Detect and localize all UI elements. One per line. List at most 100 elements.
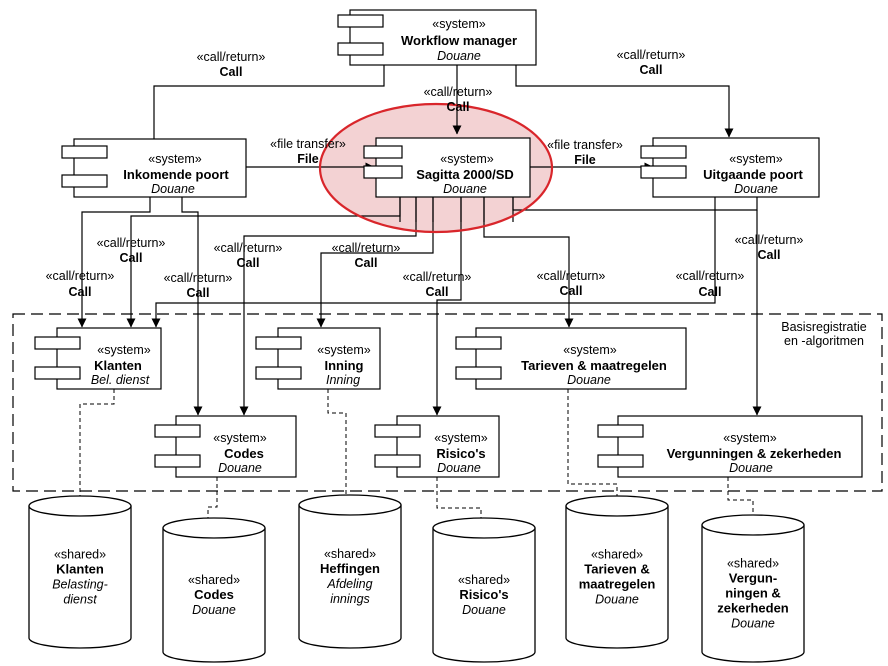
component-risicos: «system» Risico's Douane [374,415,500,478]
cylinder-top [701,514,805,536]
db-stereotype: «shared» [54,548,106,562]
db-owner: Douane [595,593,639,607]
connector-kind: Call [220,65,243,79]
cylinder-top [162,517,266,539]
region-label-line2: en -algoritmen [784,334,864,348]
component-codes: «system» Codes Douane [154,415,297,478]
component-stereotype: «system» [97,343,151,357]
component-name: Uitgaande poort [703,167,803,182]
connector-stereotype: «call/return» [214,241,283,255]
connector-stereotype: «call/return» [97,236,166,250]
cylinder-body [432,528,536,663]
component-name: Klanten [94,358,142,373]
connector-kind: Call [426,285,449,299]
region-label-line1: Basisregistratie [781,320,866,334]
component-stereotype: «system» [317,343,371,357]
db-stereotype: «shared» [458,573,510,587]
component-owner: Douane [567,373,611,387]
connector-stereotype: «call/return» [617,48,686,62]
connector-labels: «call/return» Call «call/return» Call «c… [46,48,804,300]
component-owner: Douane [437,49,481,63]
dependency-lines [80,389,753,528]
db-name: Vergun- [729,571,777,586]
db-stereotype: «shared» [324,547,376,561]
component-sagitta: «system» Sagitta 2000/SD Douane [363,137,531,222]
connector-stereotype: «call/return» [164,271,233,285]
connector-stereotype: «call/return» [197,50,266,64]
connector-kind: File [574,153,596,167]
component-owner: Douane [437,461,481,475]
component-tarieven: «system» Tarieven & maatregelen Douane [455,327,687,390]
dep-inning [327,389,346,504]
component-owner: Bel. dienst [91,373,150,387]
line-sagitta-risicos [432,197,462,416]
component-name: Vergunningen & zekerheden [667,446,842,461]
component-stereotype: «system» [432,17,486,31]
db-name: Klanten [56,562,104,577]
dep-tarieven [567,389,617,506]
db-owner: Douane [731,617,775,631]
db-stereotype: «shared» [188,573,240,587]
component-klanten: «system» Klanten Bel. dienst [34,327,162,390]
connector-stereotype: «call/return» [332,241,401,255]
component-owner: Douane [729,461,773,475]
highlight-ellipse-outline [318,102,554,234]
cylinder-top [565,495,669,517]
cylinder-body [565,506,669,649]
component-stereotype: «system» [729,152,783,166]
connector-kind: Call [120,251,143,265]
dep-klanten [80,389,115,505]
line-inkomende-workflow [153,55,389,140]
connector-kind: Call [187,286,210,300]
db-name: ningen & [725,586,781,601]
line-sagitta-inning [316,197,434,328]
connector-stereotype: «file transfer» [270,137,346,151]
connector-kind: File [297,152,319,166]
component-owner: Inning [326,373,360,387]
db-owner: Afdeling [326,577,372,591]
component-name: Sagitta 2000/SD [416,167,514,182]
sagitta-ports [399,197,514,222]
component-name: Inkomende poort [123,167,229,182]
component-name: Tarieven & maatregelen [521,358,667,373]
component-stereotype: «system» [723,431,777,445]
component-owner: Douane [443,182,487,196]
component-owner: Douane [151,182,195,196]
component-workflow: «system» Workflow manager Douane [337,9,537,66]
db-owner: Douane [462,603,506,617]
connector-kind: Call [355,256,378,270]
component-owner: Douane [218,461,262,475]
connector-kind: Call [560,284,583,298]
component-stereotype: «system» [213,431,267,445]
db-stereotype: «shared» [591,548,643,562]
component-name: Workflow manager [401,33,517,48]
component-name: Risico's [436,446,485,461]
connector-stereotype: «file transfer» [547,138,623,152]
component-vergunningen: «system» Vergunningen & zekerheden Douan… [597,415,863,478]
cylinder-body [298,505,402,649]
line-uitgaande-klanten [151,197,716,328]
connector-kind: Call [237,256,260,270]
component-name: Codes [224,446,264,461]
connector-stereotype: «call/return» [424,85,493,99]
line-inkomende-klanten [77,197,151,328]
cylinder-top [28,495,132,517]
component-stereotype: «system» [563,343,617,357]
connector-stereotype: «call/return» [537,269,606,283]
db-name: Heffingen [320,561,380,576]
component-inkomende: «system» Inkomende poort Douane [61,138,247,198]
db-owner: Douane [192,603,236,617]
line-workflow-uitgaande [515,64,734,138]
db-owner: dienst [63,593,97,607]
db-stereotype: «shared» [727,557,779,571]
db-name: maatregelen [579,577,656,592]
cylinder-body [701,525,805,663]
